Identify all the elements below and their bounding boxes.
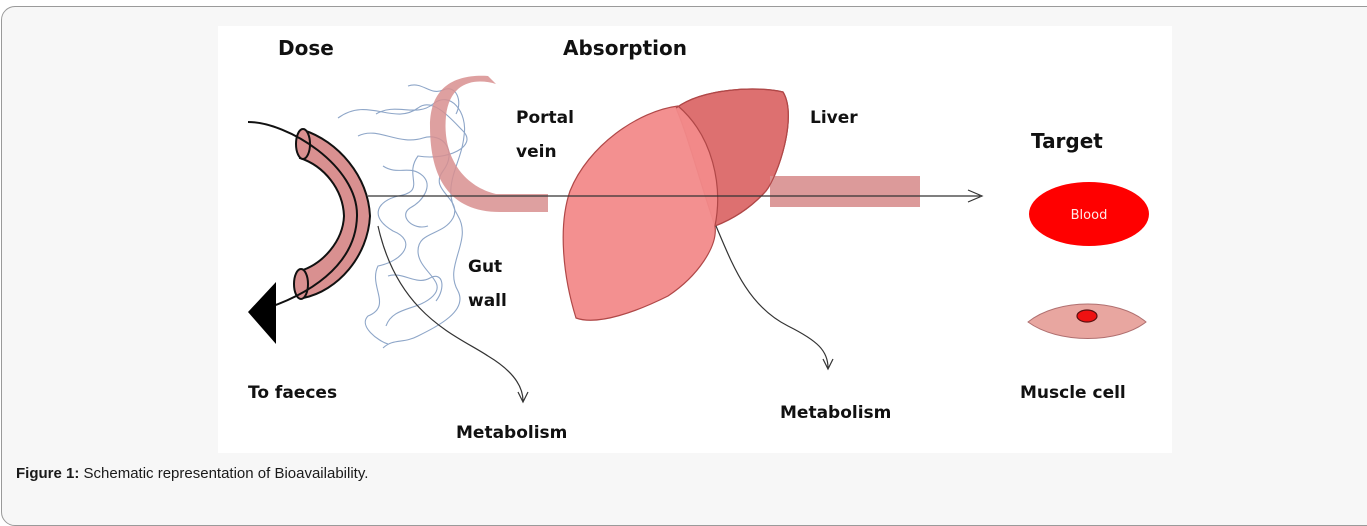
muscle-cell-shape bbox=[1028, 304, 1146, 339]
hepatic-outflow-vessel bbox=[770, 176, 920, 207]
dose-label: Dose bbox=[278, 36, 334, 60]
gut-tube bbox=[294, 129, 370, 299]
gut-metabolism-label: Metabolism bbox=[456, 423, 567, 443]
liver-front-lobe bbox=[563, 106, 717, 320]
figure-caption-label: Figure 1: bbox=[16, 465, 79, 482]
figure-caption-text: Schematic representation of Bioavailabil… bbox=[79, 465, 368, 482]
bioavailability-diagram: Blood Dose Absorption Portal vein Liver … bbox=[218, 26, 1172, 453]
gut-wall-label-line1: Gut bbox=[468, 257, 502, 277]
faeces-arrowhead bbox=[248, 282, 276, 344]
absorption-label: Absorption bbox=[563, 36, 687, 60]
liver-label: Liver bbox=[810, 108, 858, 128]
blood-label: Blood bbox=[1071, 208, 1108, 223]
liver-metabolism-arrow bbox=[716, 226, 833, 369]
liver-metabolism-label: Metabolism bbox=[780, 403, 891, 423]
target-label: Target bbox=[1031, 129, 1103, 153]
portal-vein-label-line2: vein bbox=[516, 142, 557, 162]
figure-caption: Figure 1: Schematic representation of Bi… bbox=[16, 465, 368, 482]
gut-wall-label-line2: wall bbox=[468, 291, 507, 311]
to-faeces-label: To faeces bbox=[248, 383, 337, 403]
diagram-canvas: Blood Dose Absorption Portal vein Liver … bbox=[218, 26, 1172, 453]
muscle-cell-label: Muscle cell bbox=[1020, 383, 1126, 403]
portal-vein-label-line1: Portal bbox=[516, 108, 574, 128]
